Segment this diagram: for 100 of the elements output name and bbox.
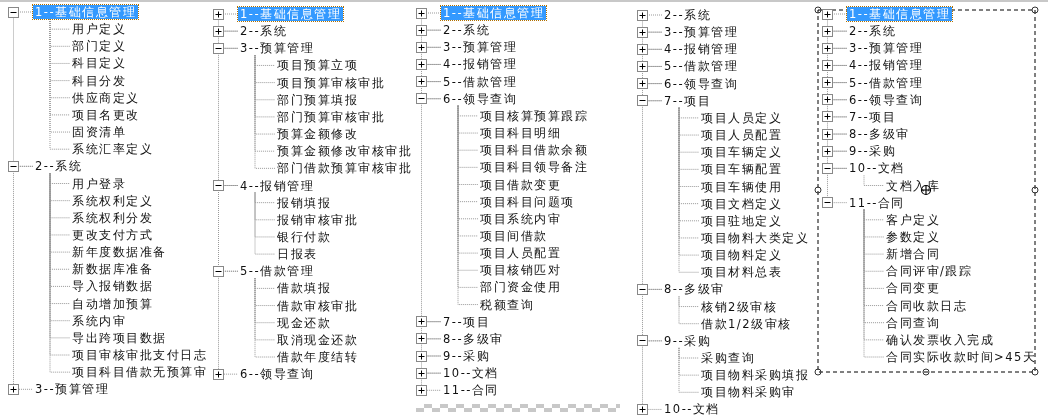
tree-connector	[827, 99, 848, 118]
tree-item: 项目核算预算跟踪	[478, 108, 590, 123]
tree-item: 系统内审	[70, 313, 128, 328]
tree-item: 新增合同	[884, 247, 942, 262]
tree-item: 8--多级审	[662, 282, 727, 297]
tree-item: 用户定义	[70, 22, 128, 37]
tree-item: 2--系统	[441, 23, 493, 38]
tree-item: 银行付款	[275, 229, 333, 244]
tree-connector	[421, 338, 442, 357]
selected-tree-item: 1--基础信息管理	[441, 6, 547, 20]
tree-item: 项目审核审批支付日志	[70, 348, 209, 362]
tree-item: 合同收款日志	[884, 298, 969, 313]
tree-item: 项目核销匹对	[478, 263, 563, 278]
tree-item: 3--预算管理	[238, 41, 317, 56]
tree-connector	[642, 83, 663, 102]
tree-connector	[827, 150, 848, 169]
tree-item: 借款1/2级审核	[699, 316, 794, 331]
tree-connector	[827, 167, 848, 204]
tree-item: 5--借款管理	[662, 59, 741, 74]
tree-item: 6--领导查询	[441, 91, 520, 106]
selected-tree-item: 1--基础信息管理	[847, 7, 953, 21]
tree-item: 项目科目领导备注	[478, 160, 590, 175]
tree-item: 项目科目问题项	[478, 194, 577, 209]
tree-connector	[421, 321, 442, 340]
tree-item: 项目物料采购审	[699, 385, 798, 400]
tree-item: 客户定义	[884, 212, 942, 227]
tree-item: 现金还款	[275, 315, 333, 330]
tree-item: 系统权利定义	[70, 193, 155, 208]
tree-item: 9--采购	[662, 333, 714, 348]
tree-item: 借款年度结转	[275, 350, 360, 364]
tree-item: 文档入库	[884, 178, 942, 193]
tree-item: 2--系统	[662, 8, 714, 22]
tree-item: 项目科目借款无预算审	[70, 365, 209, 380]
tree-item: 10--文档	[847, 161, 907, 176]
tree-item: 导入报销数据	[70, 279, 155, 294]
tree-connector	[421, 63, 442, 83]
tree-item: 部门预算审核审批	[275, 109, 387, 124]
tree-item: 项目物料定义	[699, 248, 784, 263]
tree-connector	[13, 165, 34, 390]
tree-item: 导出跨项目数据	[70, 330, 169, 345]
tree-item: 项目车辆使用	[699, 179, 784, 194]
tree-item: 供应商定义	[70, 90, 142, 105]
tree-connector	[642, 340, 663, 410]
tree-item: 报销填报	[275, 195, 333, 210]
tree-item: 项目间借款	[478, 228, 550, 243]
tree-item: 项目物料采购填报	[699, 368, 811, 383]
tree-item: 7--项目	[662, 93, 714, 108]
tree-item: 3--预算管理	[441, 40, 520, 55]
tree-connector	[218, 30, 239, 49]
tree-connector	[827, 30, 848, 49]
tree-item: 3--预算管理	[847, 41, 926, 56]
tree-item: 科目分发	[70, 73, 128, 88]
tree-item: 部门资金使用	[478, 280, 563, 295]
tree-item: 4--报销管理	[847, 58, 926, 73]
tree-item: 项目车辆定义	[699, 145, 784, 160]
tree-item: 10--文档	[441, 366, 501, 381]
tree-item: 新数据库准备	[70, 262, 155, 277]
tree-connector	[642, 31, 663, 50]
selected-tree-item: 1--基础信息管理	[33, 5, 139, 19]
tree-connector	[421, 98, 442, 323]
tree-connector	[421, 372, 442, 391]
tree-item: 项目科目借款余额	[478, 143, 590, 158]
tree-item: 科目定义	[70, 56, 128, 71]
tree-connector	[421, 46, 442, 65]
tree-item: 11--合同	[847, 195, 907, 210]
tree-item: 部门预算填报	[275, 92, 360, 107]
tree-connector	[642, 100, 663, 290]
tree-item: 项目预算审核审批	[275, 75, 387, 90]
tree-connector	[421, 355, 442, 374]
tree-item: 8--多级审	[847, 127, 912, 142]
tree-item: 借款审核审批	[275, 298, 360, 313]
tree-item: 合同评审/跟踪	[884, 264, 975, 279]
tree-item: 预算金额修改	[275, 127, 360, 142]
tree-item: 取消现金还款	[275, 332, 360, 347]
tree-item: 确认发票收入完成	[884, 332, 996, 347]
tree-connector	[642, 14, 663, 33]
tree-item: 日报表	[275, 247, 320, 262]
tree-item: 报销审核审批	[275, 212, 360, 227]
tree-item: 核销2级审核	[699, 299, 780, 314]
tree-item: 部门借款预算审核审批	[275, 161, 414, 176]
tree-item: 项目借款变更	[478, 177, 563, 192]
tree-item: 采购查询	[699, 351, 757, 365]
tree-connector	[421, 29, 442, 48]
tree-connector	[827, 82, 848, 101]
tree-item: 项目名更改	[70, 107, 142, 122]
tree-item: 8--多级审	[441, 331, 506, 346]
tree-connector	[254, 192, 276, 255]
tree-connector	[254, 277, 276, 358]
tree-item: 项目材料总表	[699, 265, 784, 280]
tree-item: 项目预算立项	[275, 58, 360, 73]
tree-connector	[827, 116, 848, 135]
tree-item: 借款填报	[275, 281, 333, 296]
tree-item: 预算金额修改审核审批	[275, 144, 414, 159]
tree-item: 2--系统	[847, 24, 899, 39]
tree-item: 2--系统	[33, 159, 85, 174]
tree-connector	[218, 270, 239, 375]
tree-item: 参数定义	[884, 229, 942, 244]
tree-item: 税额查询	[478, 297, 536, 312]
tree-item: 项目车辆配置	[699, 162, 784, 177]
tree-item: 项目驻地定义	[699, 213, 784, 228]
